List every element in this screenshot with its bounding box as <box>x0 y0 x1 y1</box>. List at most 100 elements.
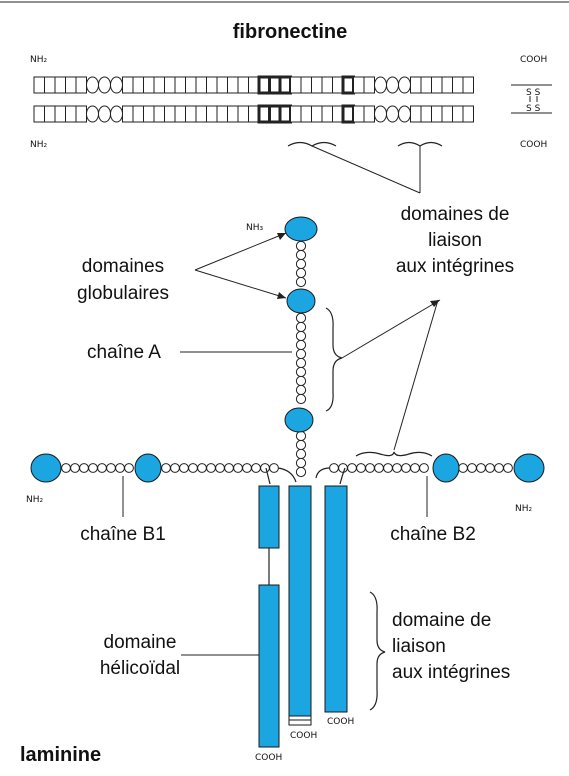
fibronectin-title: fibronectine <box>233 21 347 43</box>
fibronectin-chain-top <box>33 75 474 95</box>
fn-module <box>98 76 111 94</box>
b-chain-bead <box>224 463 234 473</box>
fn-module <box>420 105 432 123</box>
fn-module <box>290 105 302 123</box>
fn-module <box>257 75 271 95</box>
globular-domain-lower <box>284 407 314 433</box>
chain-a-bead <box>295 276 307 288</box>
fn-module <box>110 105 123 123</box>
fn-module <box>420 76 432 94</box>
fn-module <box>227 105 239 123</box>
fn-module <box>321 105 333 123</box>
chain-a-bead <box>295 348 307 360</box>
b-chain-bead <box>494 463 504 473</box>
b-chain-bead <box>206 463 216 473</box>
fibronectin-cooh-top: COOH <box>520 55 547 65</box>
fn-module <box>311 105 323 123</box>
b-chain-bead <box>88 463 98 473</box>
fn-binding-brace-1 <box>287 141 337 147</box>
fn-module <box>33 76 45 94</box>
fn-module <box>44 76 56 94</box>
fn-module <box>216 105 228 123</box>
fn-module <box>122 105 134 123</box>
b-chain-bead <box>79 463 89 473</box>
fn-module <box>257 104 271 124</box>
fn-module <box>174 76 186 94</box>
helical-rod-b2 <box>324 485 348 713</box>
b-chain-bead <box>347 463 357 473</box>
b-chain-bead <box>215 463 225 473</box>
fn-module <box>410 76 422 94</box>
fn-module <box>386 76 399 94</box>
b-chain-bead <box>70 463 80 473</box>
chain-a-bead <box>295 430 307 442</box>
b-chain-bead <box>242 463 252 473</box>
b-chain-bead <box>503 463 513 473</box>
chain-a-bead <box>295 366 307 378</box>
fn-module <box>278 104 292 124</box>
b-chain-bead <box>269 463 279 473</box>
fn-module <box>237 76 249 94</box>
chain-a-bead <box>295 240 307 252</box>
chain-a-bead <box>295 375 307 387</box>
fn-module <box>227 76 239 94</box>
fn-module <box>54 76 66 94</box>
b-chain-bead <box>233 463 243 473</box>
chain-a-bead <box>295 448 307 460</box>
chain-b1-beads <box>61 463 279 473</box>
b-chain-bead <box>410 463 420 473</box>
chain-a-bead <box>295 330 307 342</box>
cooh-left: COOH <box>255 753 282 763</box>
b-chain-bead <box>97 463 107 473</box>
helical-rod-b1-lower <box>258 584 280 748</box>
b-chain-bead <box>251 463 261 473</box>
b-chain-bead <box>106 463 116 473</box>
fn-module <box>332 76 344 94</box>
fn-module <box>386 105 399 123</box>
fn-module <box>185 105 197 123</box>
b-chain-bead <box>365 463 375 473</box>
chain-a-bead <box>295 258 307 270</box>
globular-domain-top <box>284 216 318 242</box>
chain-a-bead <box>295 357 307 369</box>
b-chain-bead <box>476 463 486 473</box>
b1-junction <box>277 467 297 483</box>
chain-a-binding-leader <box>341 299 441 359</box>
fn-module <box>143 76 155 94</box>
fn-module <box>321 76 333 94</box>
b-chain-bead <box>170 463 180 473</box>
fn-module <box>462 76 474 94</box>
fn-module <box>248 105 260 123</box>
fibronectin-nh2-top: NH₂ <box>30 55 48 65</box>
b-chain-bead <box>61 463 71 473</box>
cooh-center: COOH <box>290 731 317 741</box>
chain-b2-label: chaîne B2 <box>390 524 476 545</box>
laminin-nh2-b1: NH₂ <box>26 495 44 505</box>
fn-module <box>174 105 186 123</box>
fn-module <box>268 104 282 124</box>
fn-module <box>110 76 123 94</box>
chain-a-bead <box>295 249 307 261</box>
fn-module <box>441 76 453 94</box>
b-chain-bead <box>188 463 198 473</box>
b-chain-bead <box>383 463 393 473</box>
chain-a-binding-brace <box>325 307 343 412</box>
fn-module <box>164 105 176 123</box>
fn-module <box>398 76 411 94</box>
integrin-binding-label-line1: domaines de <box>401 204 510 225</box>
b-chain-bead <box>392 463 402 473</box>
chain-a-bead <box>295 321 307 333</box>
globular-domain-middle <box>286 288 316 314</box>
integrin-binding-label-line3: aux intégrines <box>396 256 514 277</box>
fn-module <box>54 105 66 123</box>
b-chain-bead <box>260 463 270 473</box>
fn-module <box>132 105 144 123</box>
fn-module <box>132 76 144 94</box>
chain-b2-beads <box>329 463 513 473</box>
laminin-domain-brace <box>369 591 386 711</box>
chain-a-binding-arrowhead <box>430 300 440 307</box>
b-chain-bead <box>485 463 495 473</box>
b-chain-bead <box>467 463 477 473</box>
